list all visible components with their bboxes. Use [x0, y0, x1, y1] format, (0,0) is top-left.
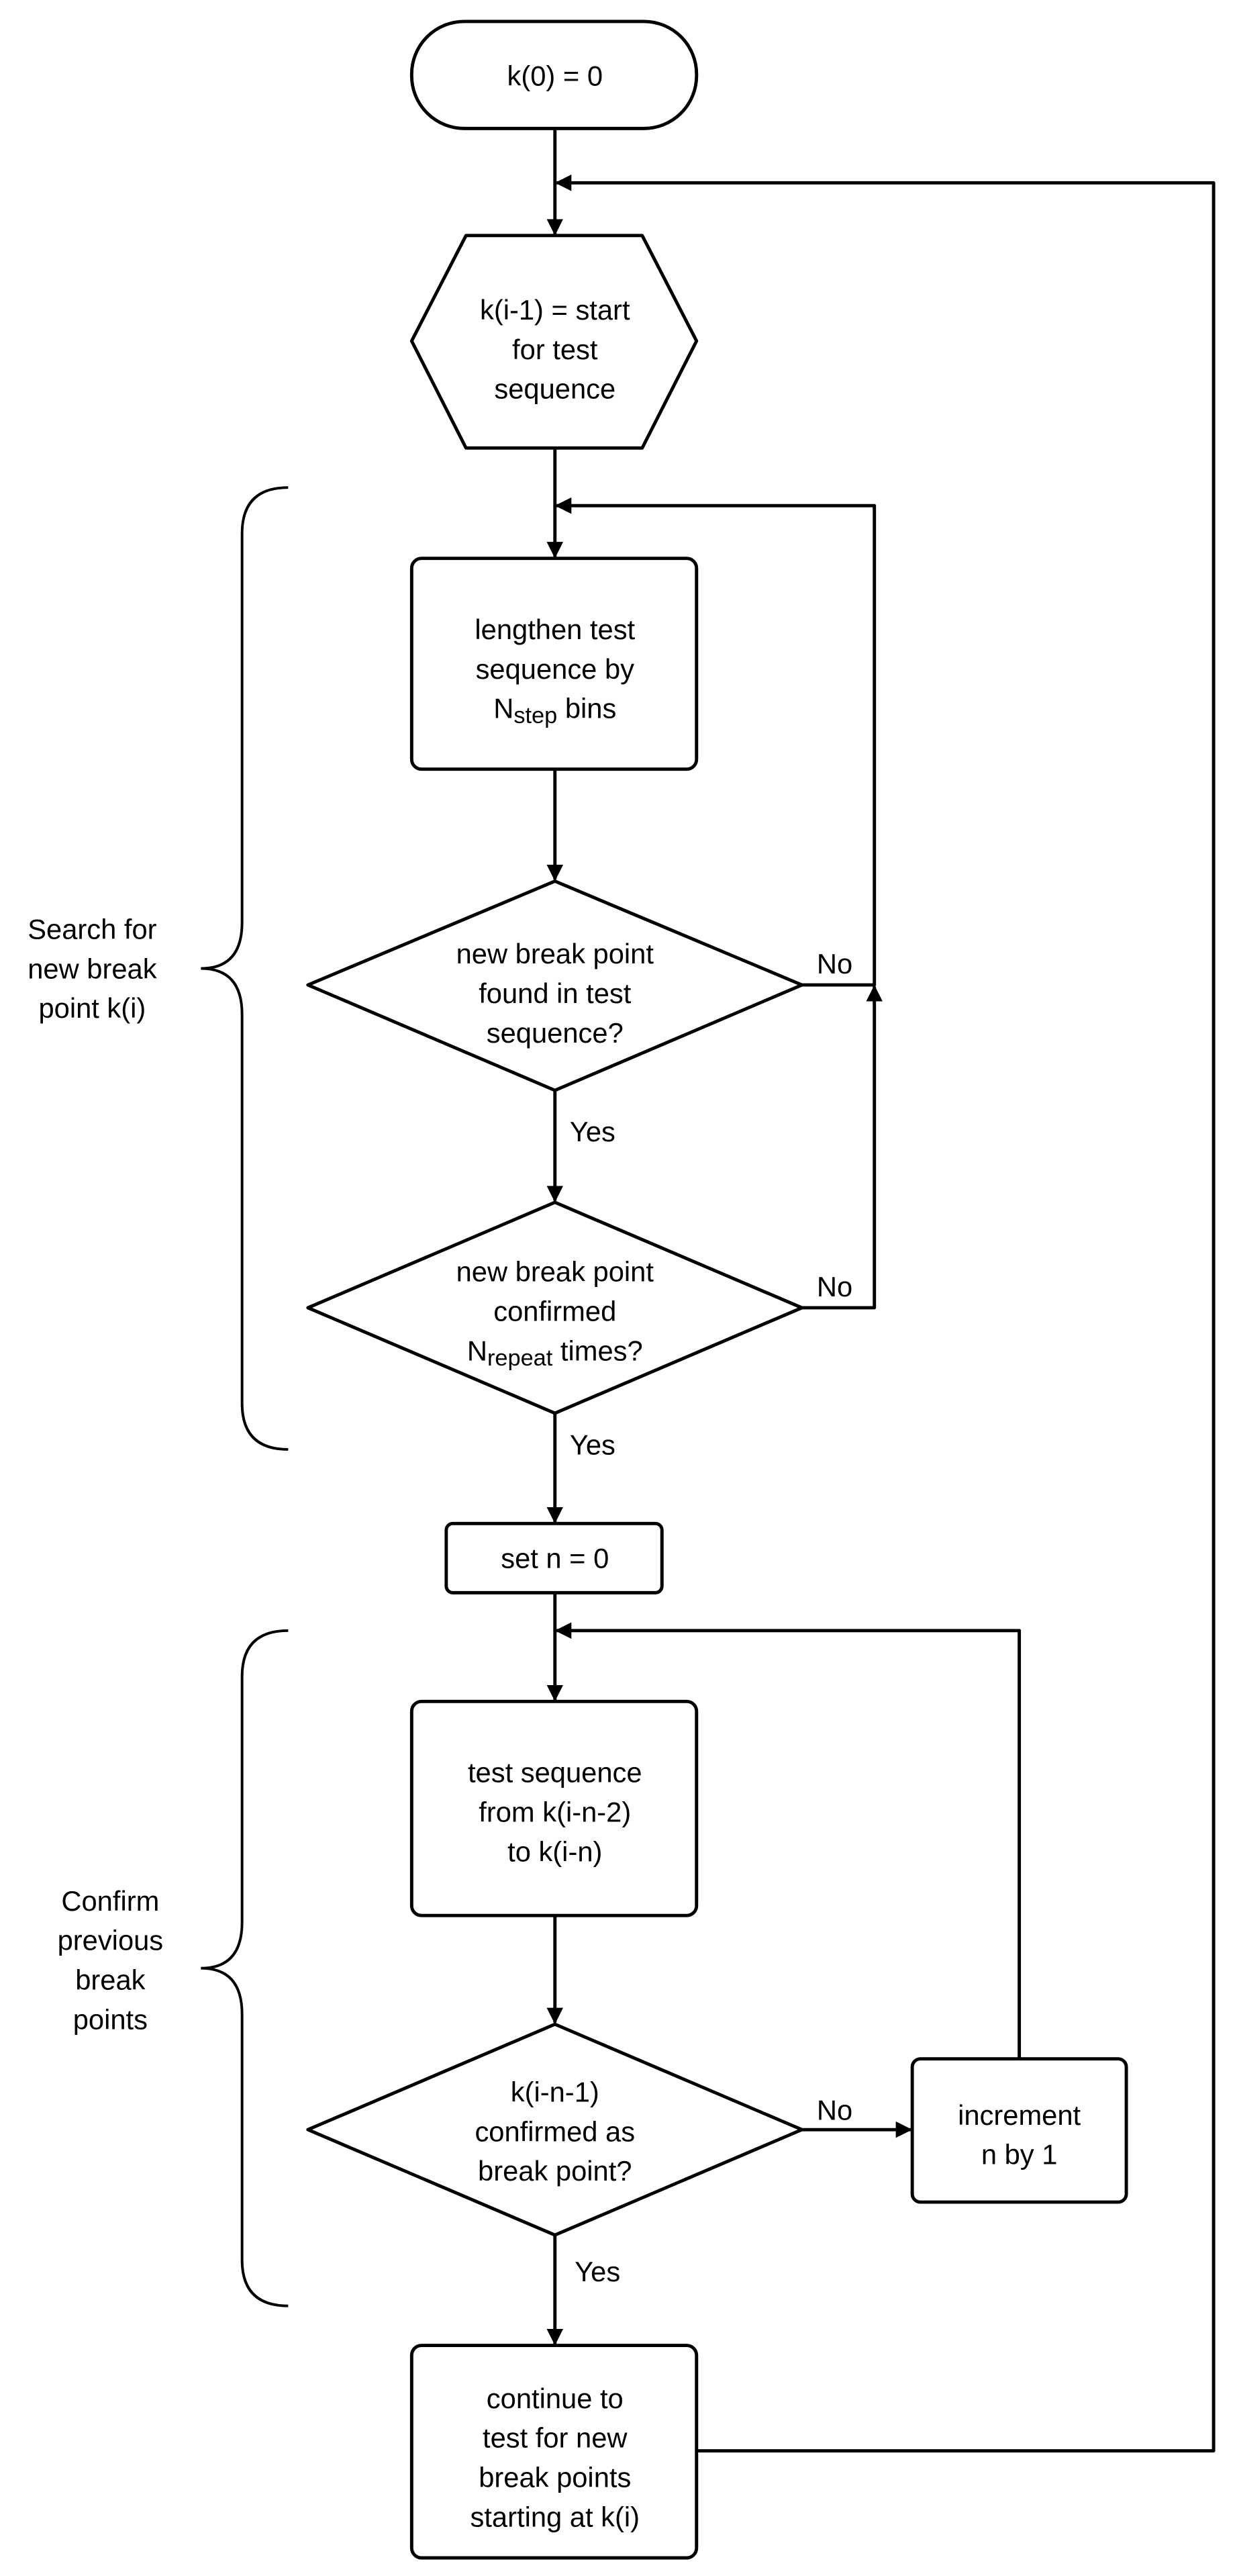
arrow-continue-loop: [554, 175, 1216, 2453]
search-group-label: Search for: [28, 913, 156, 945]
testseq-box: [409, 1699, 699, 1917]
search-group-label: new break: [28, 953, 156, 984]
no-label: No: [817, 2094, 852, 2126]
increment-label-line: n by 1: [981, 2139, 1058, 2170]
yes-label: Yes: [570, 1116, 615, 1147]
continue-box: [409, 2344, 699, 2560]
confirmed-label-line: new break point: [456, 1256, 654, 1288]
arrow-found-no-loop: [554, 497, 877, 987]
lengthen-label-line: lengthen test: [475, 614, 635, 645]
increment-label-line: increment: [958, 2099, 1081, 2131]
prevconf-label-line: break point?: [478, 2155, 632, 2187]
lengthen-label-line: Nstep bins: [493, 693, 616, 728]
setn-box: [444, 1521, 664, 1594]
confirmed-diamond: [306, 1200, 804, 1415]
continue-label-line: test for new: [483, 2422, 628, 2454]
yes-label: Yes: [570, 1429, 615, 1460]
continue-label-line: continue to: [487, 2383, 624, 2414]
testseq-label-line: test sequence: [468, 1756, 642, 1788]
testseq-label-line: from k(i-n-2): [479, 1796, 631, 1827]
no-label: No: [817, 1271, 852, 1302]
connectors: [546, 128, 1216, 2453]
confirmed-label-line: confirmed: [493, 1296, 616, 1327]
arrow-increment-loop: [554, 1622, 1022, 2059]
found-label-line: found in test: [479, 977, 632, 1009]
prep-label-line: for test: [512, 334, 598, 365]
prevconf-label-line: confirmed as: [475, 2115, 635, 2147]
confirmed-label-line: Nrepeat times?: [467, 1335, 643, 1370]
found-label-line: new break point: [456, 938, 654, 969]
confirm-group-label: Confirm: [61, 1885, 159, 1917]
arrow-confirmed-no-loop: [801, 985, 883, 1310]
found-label-line: sequence?: [487, 1017, 624, 1049]
continue-label-line: break points: [479, 2462, 631, 2493]
confirm-group-label: break: [75, 1964, 145, 1996]
increment-box: [910, 2057, 1128, 2204]
search-group-label: point k(i): [38, 992, 146, 1024]
found-diamond: [306, 879, 804, 1092]
search-brace: [201, 486, 289, 1451]
prevconf-diamond: [306, 2022, 804, 2237]
setn-label: set n = 0: [501, 1543, 609, 1574]
prep-hexagon: [409, 234, 699, 450]
prep-label-line: k(i-1) = start: [480, 294, 630, 326]
confirm-group-label: previous: [58, 1925, 164, 1956]
start-terminal: [409, 19, 699, 130]
yes-label: Yes: [575, 2256, 620, 2287]
start-label: k(0) = 0: [507, 60, 603, 92]
prevconf-label-line: k(i-n-1): [511, 2076, 599, 2107]
testseq-label-line: to k(i-n): [507, 1835, 602, 1867]
lengthen-box: [409, 557, 699, 771]
continue-label-line: starting at k(i): [471, 2501, 640, 2532]
lengthen-label-line: sequence by: [476, 653, 635, 685]
no-label: No: [817, 948, 852, 980]
confirm-brace: [201, 1629, 289, 2307]
prep-label-line: sequence: [494, 373, 615, 405]
confirm-group-label: points: [73, 2003, 148, 2035]
